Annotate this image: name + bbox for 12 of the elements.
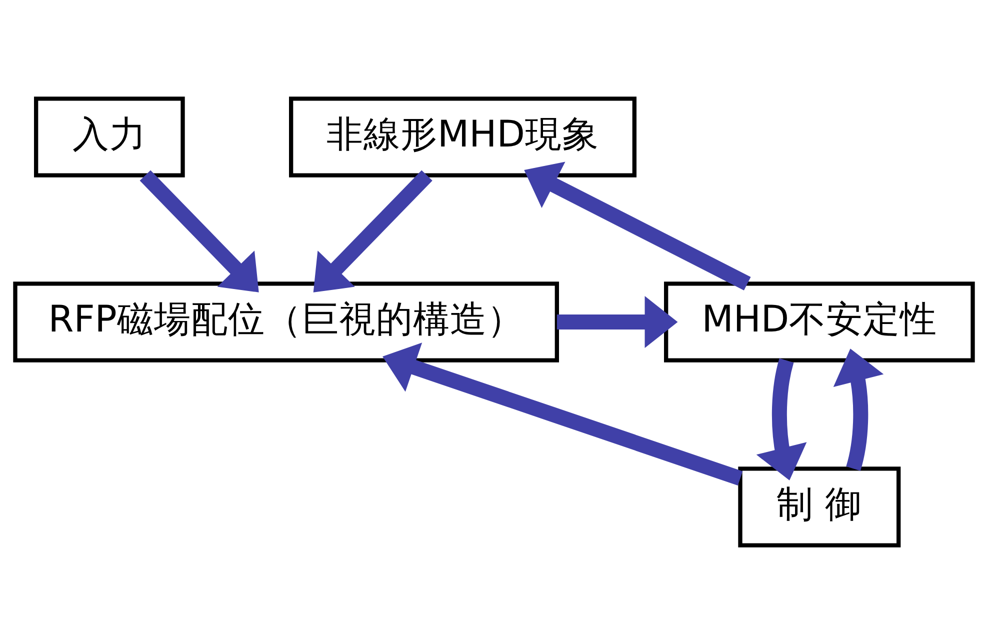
node-box: 制 御 bbox=[738, 466, 901, 548]
node-box: RFP磁場配位（巨視的構造） bbox=[13, 282, 559, 362]
node-box: 入力 bbox=[34, 96, 185, 178]
arrow bbox=[556, 296, 678, 348]
arrow bbox=[140, 170, 259, 292]
arrow bbox=[313, 170, 432, 292]
arrow bbox=[833, 348, 884, 471]
node-box: 非線形MHD現象 bbox=[289, 96, 636, 178]
node-box: MHD不安定性 bbox=[664, 282, 975, 362]
arrow bbox=[524, 162, 751, 290]
arrow bbox=[756, 358, 807, 480]
arrow bbox=[382, 342, 743, 486]
